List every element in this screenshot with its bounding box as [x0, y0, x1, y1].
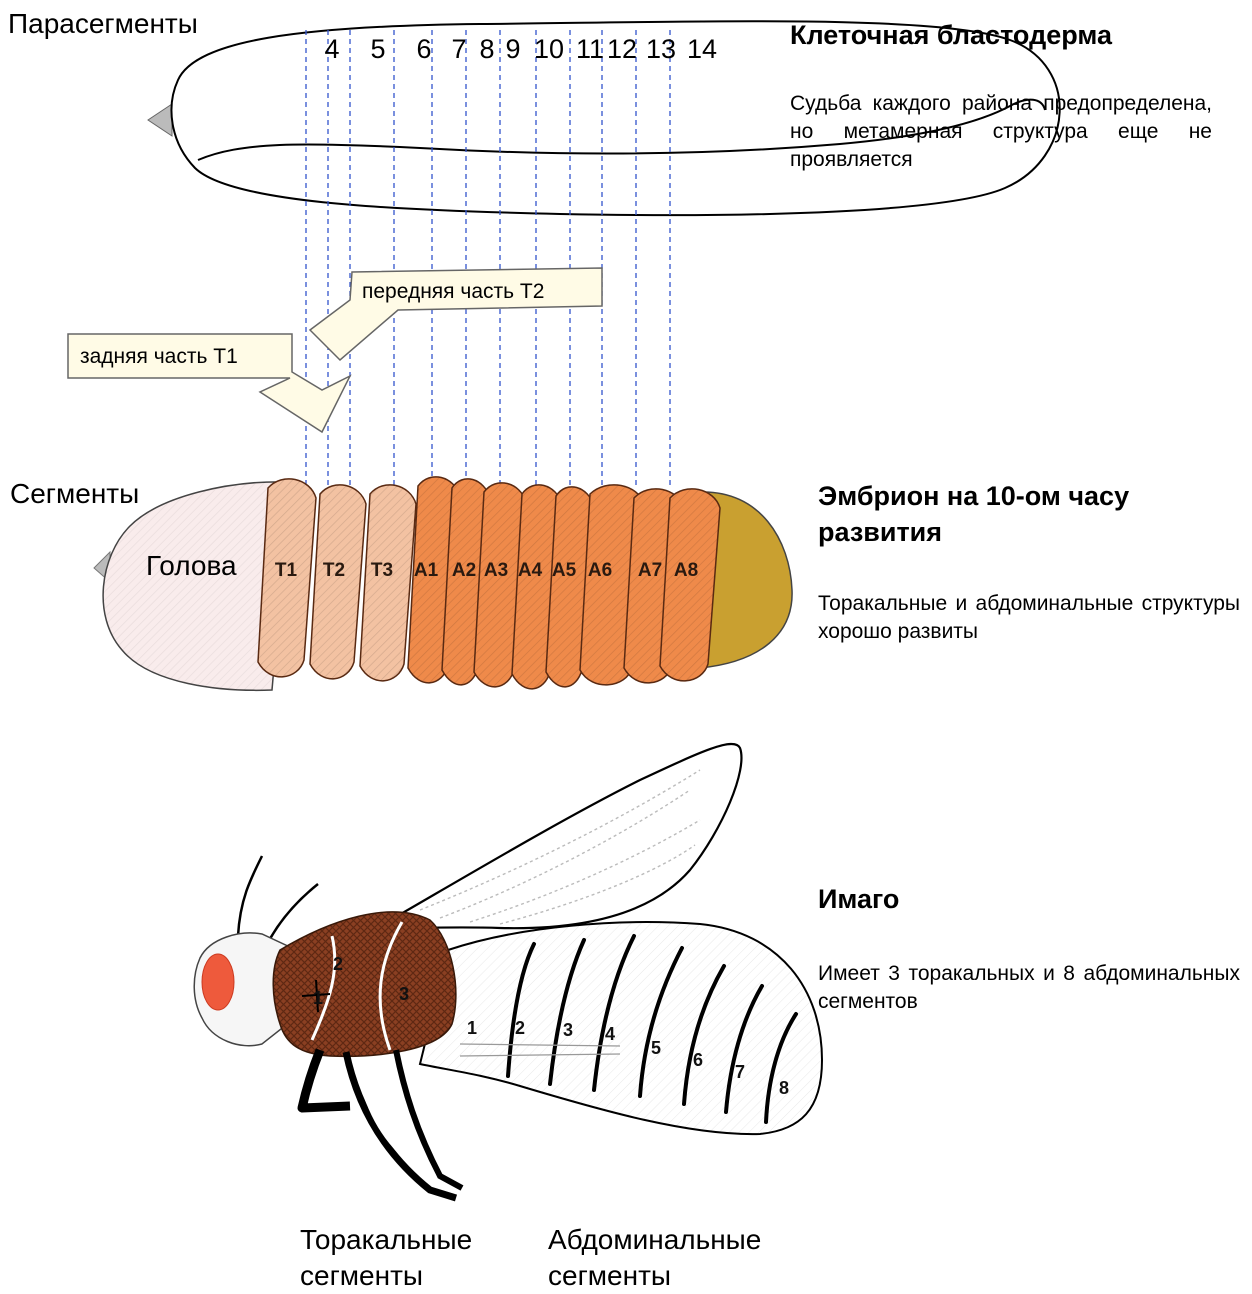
- parasegment-number: 14: [687, 34, 717, 64]
- callout-posterior-t1: задняя часть Т1: [68, 334, 350, 432]
- embryo-segment-label: A1: [414, 560, 439, 581]
- fly-antenna-left: [238, 856, 262, 936]
- fly-abdomen-label: 3: [563, 1020, 573, 1040]
- parasegment-number: 12: [607, 34, 637, 64]
- fly-thorax-label: 1: [313, 988, 323, 1008]
- fly-abdomen-hatch: [420, 918, 824, 1136]
- parasegments-label: Парасегменты: [8, 8, 198, 40]
- embryo-segment-label: T3: [371, 560, 393, 581]
- embryo-segment-label: A7: [638, 560, 662, 581]
- parasegment-number: 8: [479, 34, 494, 64]
- parasegment-number: 5: [370, 34, 385, 64]
- parasegment-number: 6: [416, 34, 431, 64]
- fly-abdomen-label: 6: [693, 1050, 703, 1070]
- stage-desc-adult: Имеет 3 торакальных и 8 абдоминальных се…: [818, 960, 1240, 1016]
- stage-title-adult: Имаго: [818, 884, 899, 915]
- segments-label: Сегменты: [10, 478, 139, 510]
- fly-abdomen-label: 2: [515, 1018, 525, 1038]
- fly-abdomen-label: 7: [735, 1062, 745, 1082]
- fly-wing: [380, 744, 741, 928]
- stage-desc-embryo: Торакальные и абдоминальные структуры хо…: [818, 590, 1240, 646]
- embryo-segment-label: T1: [275, 560, 298, 581]
- embryo-segment-label: A5: [552, 560, 577, 581]
- callout-posterior-t1-text: задняя часть Т1: [80, 345, 238, 368]
- embryo-segment-label: A4: [518, 560, 543, 581]
- fly-leg-front: [302, 1050, 350, 1108]
- fly-thorax-pattern: [273, 912, 456, 1056]
- fly-abdomen-label: 8: [779, 1078, 789, 1098]
- parasegment-number: 4: [324, 34, 339, 64]
- thoracic-segments-label: Торакальные сегменты: [300, 1222, 510, 1294]
- stage-title-blastoderm: Клеточная бластодерма: [790, 20, 1112, 51]
- fly-leg-hind-2: [360, 1080, 420, 1170]
- callout-anterior-t2: передняя часть Т2: [310, 268, 602, 360]
- embryo-segment-label: T2: [323, 560, 345, 581]
- embryo-segments: T1 T2 T3 A1 A2 A3 A4 A5 A6 A7 A8: [258, 477, 720, 689]
- parasegment-number: 11: [576, 34, 604, 64]
- fly-thorax-label: 3: [399, 984, 409, 1004]
- embryo-segment-label: A6: [588, 560, 612, 581]
- embryo-segment-label: A8: [674, 560, 698, 581]
- callout-anterior-t2-text: передняя часть Т2: [362, 280, 544, 303]
- fly-thorax-label: 2: [333, 954, 343, 974]
- parasegment-number: 10: [534, 34, 564, 64]
- parasegment-number: 13: [646, 34, 676, 64]
- embryo-segment-label: A3: [484, 560, 508, 581]
- embryo-segment-label: A2: [452, 560, 476, 581]
- stage-title-embryo: Эмбрион на 10-ом часу развития: [818, 478, 1218, 550]
- fly-eye: [202, 954, 234, 1010]
- head-label: Голова: [146, 550, 237, 582]
- blastoderm-spike: [148, 104, 172, 136]
- parasegment-number: 9: [505, 34, 520, 64]
- fly-abdomen-label: 5: [651, 1038, 661, 1058]
- fly-abdomen-label: 1: [467, 1018, 477, 1038]
- parasegment-number: 7: [451, 34, 466, 64]
- stage-desc-blastoderm: Судьба каждого района предопределена, но…: [790, 90, 1212, 174]
- fly-abdomen-label: 4: [605, 1024, 615, 1044]
- embryo: T1 T2 T3 A1 A2 A3 A4 A5 A6 A7 A8: [94, 477, 792, 692]
- abdominal-segments-label: Абдоминальные сегменты: [548, 1222, 808, 1294]
